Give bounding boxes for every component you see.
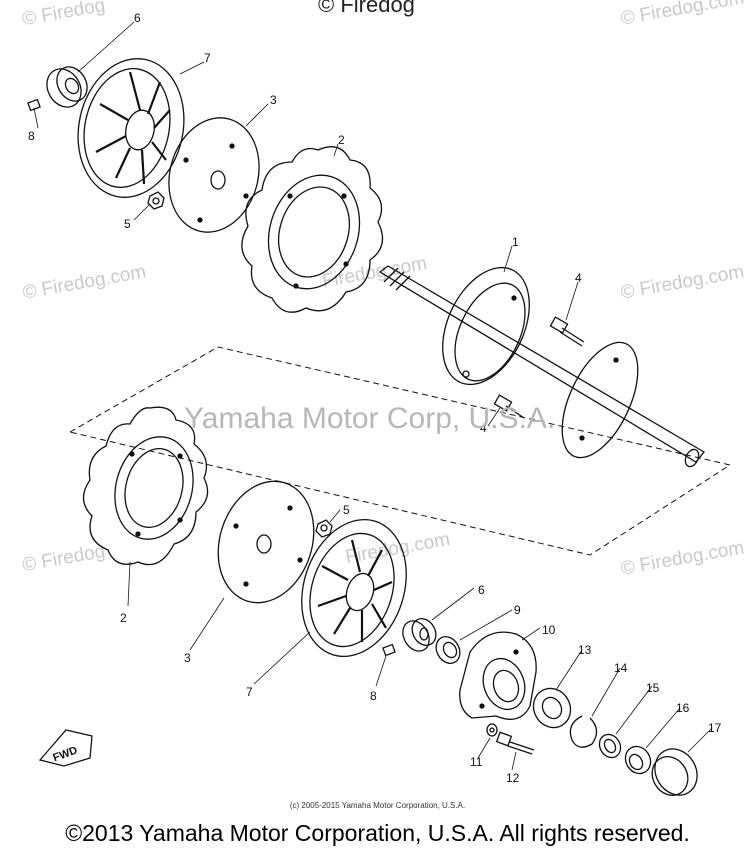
part-2-sprocket-top	[241, 146, 384, 313]
callout-8-top: 8	[28, 129, 35, 143]
callout-2-bottom: 2	[120, 611, 127, 625]
callout-11: 11	[470, 755, 483, 769]
callout-3-top: 3	[270, 93, 277, 107]
callout-6-top: 6	[134, 11, 141, 25]
callout-5-bottom: 5	[343, 503, 350, 517]
part-15-washer	[598, 733, 622, 759]
part-12-bolt	[495, 731, 535, 755]
callout-14: 14	[614, 661, 628, 675]
watermark-top: © Firedog	[318, 0, 415, 17]
fwd-label: FWD	[51, 744, 79, 764]
footer-copyright: ©2013 Yamaha Motor Corporation, U.S.A. A…	[65, 820, 690, 846]
part-13-bearing	[532, 687, 572, 729]
callout-4-lower: 4	[480, 421, 487, 435]
callout-10: 10	[542, 623, 556, 637]
part-17-cap	[651, 748, 698, 796]
callout-2-top: 2	[338, 133, 345, 147]
callout-16: 16	[676, 701, 690, 715]
part-7-wheel-top	[77, 58, 185, 198]
callout-13: 13	[578, 643, 592, 657]
part-3-plate-top	[168, 117, 260, 233]
center-watermark: Yamaha Motor Corp, U.S.A.	[184, 402, 556, 435]
callout-3-bottom: 3	[184, 651, 191, 665]
callout-7-top: 7	[204, 51, 211, 65]
callout-15: 15	[646, 681, 660, 695]
assembly-boundary	[68, 346, 732, 556]
fwd-arrow	[38, 729, 93, 767]
part-14-circlip	[569, 715, 598, 748]
part-5-nut-top	[147, 191, 165, 210]
callout-12: 12	[506, 771, 520, 785]
part-7-wheel-bottom	[301, 519, 407, 657]
callout-17: 17	[708, 721, 722, 735]
part-8-nut-bottom	[382, 643, 396, 657]
part-16-nut	[624, 745, 652, 775]
part-4-bolt-upper	[549, 316, 585, 347]
callout-4-upper: 4	[575, 271, 582, 285]
callout-1: 1	[512, 235, 519, 249]
part-10-housing	[459, 631, 537, 720]
callout-7-bottom: 7	[246, 685, 253, 699]
callout-6-bottom: 6	[478, 583, 485, 597]
part-9-seal	[435, 636, 461, 664]
part-1-shaft	[378, 265, 705, 468]
part-8-nut-top	[27, 98, 41, 112]
part-6-bearing-bottom	[402, 618, 437, 652]
part-11-washer	[486, 723, 498, 737]
part-2-sprocket-bottom	[82, 406, 209, 566]
part-4-bolt-lower	[493, 394, 525, 419]
part-3-plate-bottom	[217, 480, 315, 604]
callout-9: 9	[514, 603, 521, 617]
small-copyright: (c) 2005-2015 Yamaha Motor Corporation, …	[289, 801, 466, 810]
callout-8-bottom: 8	[370, 689, 377, 703]
callout-5-top: 5	[124, 217, 131, 231]
part-6-bearing-top	[46, 66, 88, 108]
